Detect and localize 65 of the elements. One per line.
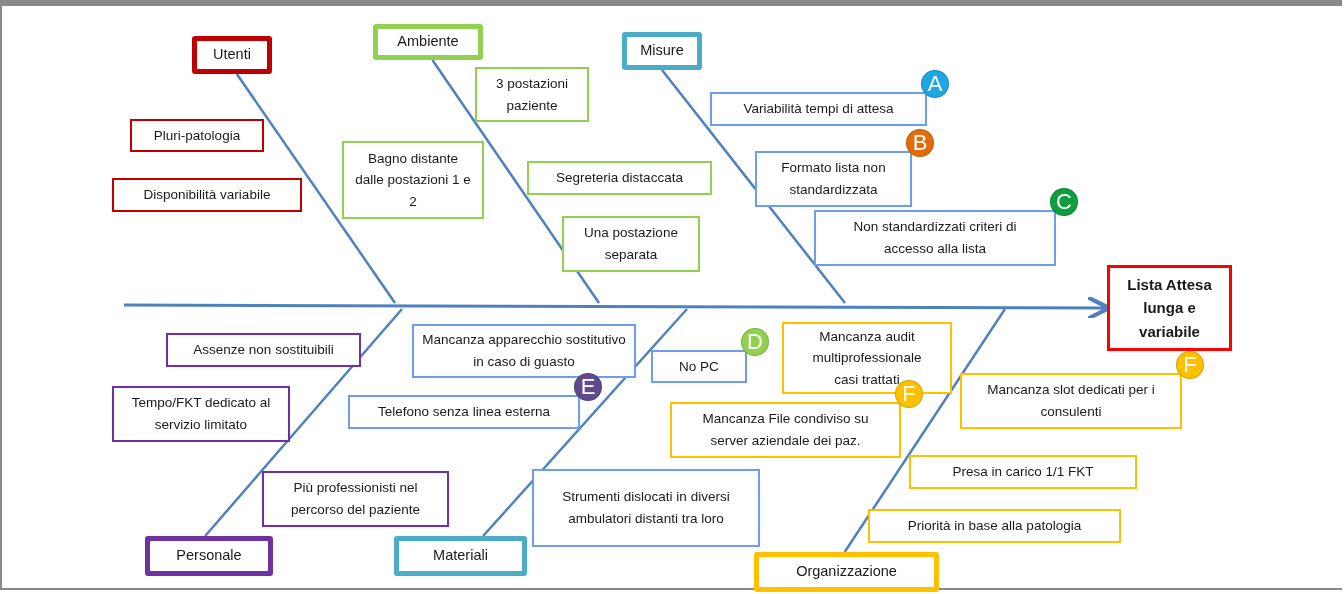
box-label: Personale xyxy=(176,546,242,566)
box-label: Organizzazione xyxy=(796,562,897,582)
cause-box xyxy=(262,471,449,527)
cause-box xyxy=(112,178,302,212)
category-box xyxy=(394,536,527,576)
bone-line xyxy=(843,308,1007,553)
category-box xyxy=(145,536,273,576)
bone-line xyxy=(431,59,601,304)
box-label: Mancanza File condiviso su server aziendale dei paz. xyxy=(701,410,870,450)
effect-box xyxy=(1107,265,1232,351)
cause-box xyxy=(562,216,700,272)
category-box xyxy=(373,24,483,60)
letter-badge: B xyxy=(906,129,934,157)
letter-badge: D xyxy=(741,328,769,356)
cause-box xyxy=(348,395,580,429)
box-label: Telefono senza linea esterna xyxy=(378,403,550,422)
cause-box xyxy=(342,141,484,219)
cause-box xyxy=(710,92,927,126)
box-label: Lista Attesa lunga e variabile xyxy=(1126,275,1213,342)
cause-box xyxy=(814,210,1056,266)
cause-box xyxy=(412,324,636,378)
box-label: Ambiente xyxy=(397,32,459,52)
box-label: Priorità in base alla patologia xyxy=(907,517,1082,536)
box-label: Utenti xyxy=(213,45,251,65)
cause-box xyxy=(527,161,712,195)
letter-badge: F xyxy=(1176,351,1204,379)
box-label: 3 postazioni paziente xyxy=(494,74,570,115)
bone-line xyxy=(235,73,397,304)
box-label: Disponibilità variabile xyxy=(143,186,271,205)
box-label: Mancanza slot dedicati per i consulenti xyxy=(986,381,1156,421)
cause-box xyxy=(130,119,264,152)
box-label: Presa in carico 1/1 FKT xyxy=(952,463,1094,482)
box-label: Formato lista non standardizzata xyxy=(780,159,887,199)
cause-box xyxy=(755,151,912,207)
cause-box xyxy=(670,402,901,458)
box-label: Una postazione separata xyxy=(583,224,679,264)
cause-box xyxy=(112,386,290,442)
category-box xyxy=(754,552,939,592)
box-label: Mancanza apparecchio sostitutivo in caso di guasto xyxy=(421,331,627,371)
box-label: Bagno distante dalle postazioni 1 e 2 xyxy=(354,149,472,211)
cause-box xyxy=(868,509,1121,543)
category-box xyxy=(192,36,272,74)
box-label: Variabilità tempi di attesa xyxy=(743,100,894,119)
box-label: Misure xyxy=(640,41,684,61)
box-label: Non standardizzati criteri di accesso alla lista xyxy=(852,218,1018,258)
category-box xyxy=(622,32,702,70)
bone-line xyxy=(661,69,846,304)
bone-line xyxy=(204,308,403,537)
box-label: Strumenti dislocati in diversi ambulatori distanti tra loro xyxy=(561,488,731,528)
letter-badge: A xyxy=(921,70,949,98)
box-label: Segreteria distaccata xyxy=(556,169,683,188)
box-label: Più professionisti nel percorso del paziente xyxy=(289,479,422,519)
box-label: Materiali xyxy=(433,546,488,566)
bone-line xyxy=(482,308,688,537)
box-label: No PC xyxy=(679,357,719,376)
cause-box xyxy=(909,455,1137,489)
cause-box xyxy=(651,350,747,383)
cause-box xyxy=(960,373,1182,429)
box-label: Pluri-patologia xyxy=(153,126,241,145)
cause-box xyxy=(532,469,760,547)
box-label: Assenze non sostituibili xyxy=(193,341,334,360)
cause-box xyxy=(166,333,361,367)
box-label: Tempo/FKT dedicato al servizio limitato xyxy=(130,394,272,434)
letter-badge: C xyxy=(1050,188,1078,216)
cause-box xyxy=(475,67,589,122)
